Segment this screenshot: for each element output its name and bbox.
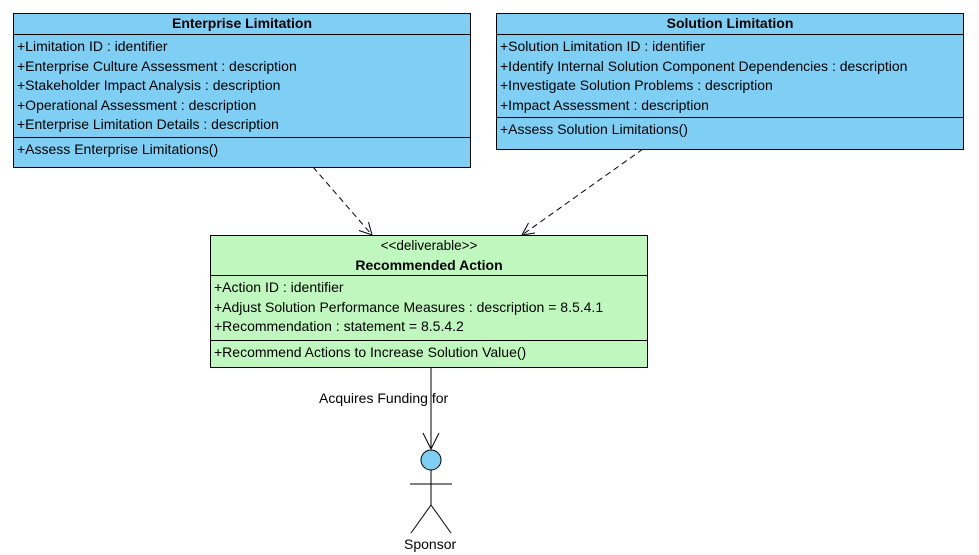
operation-list: +Assess Solution Limitations(): [497, 118, 963, 143]
class-enterprise-limitation[interactable]: Enterprise Limitation +Limitation ID : i…: [13, 13, 471, 168]
class-header: Solution Limitation: [497, 14, 963, 35]
attribute-row: +Recommendation : statement = 8.5.4.2: [214, 318, 464, 334]
sponsor-actor-figure[interactable]: [410, 449, 452, 534]
attribute-row: +Enterprise Limitation Details : descrip…: [17, 116, 279, 132]
class-recommended-action[interactable]: <<deliverable>> Recommended Action +Acti…: [210, 235, 648, 368]
class-solution-limitation[interactable]: Solution Limitation +Solution Limitation…: [496, 13, 964, 150]
class-name: Enterprise Limitation: [171, 15, 313, 31]
attribute-row: +Adjust Solution Performance Measures : …: [214, 298, 604, 315]
attribute-row: +Enterprise Culture Assessment : descrip…: [17, 57, 297, 74]
class-name: Recommended Action: [355, 256, 503, 273]
association-line[interactable]: [422, 367, 440, 451]
class-stereotype: <<deliverable>>: [380, 238, 478, 253]
attribute-row: +Impact Assessment : description: [500, 96, 709, 113]
attribute-row: +Investigate Solution Problems : descrip…: [500, 77, 773, 93]
operation-list: +Recommend Actions to Increase Solution …: [211, 341, 647, 366]
class-header: Enterprise Limitation: [14, 14, 470, 35]
dependency-arrow-enterprise[interactable]: [312, 166, 373, 236]
attribute-row: +Solution Limitation ID : identifier: [500, 38, 706, 54]
attribute-row: +Stakeholder Impact Analysis : descripti…: [17, 77, 281, 93]
attribute-list: +Limitation ID : identifier +Enterprise …: [14, 35, 470, 138]
operation-row: +Assess Solution Limitations(): [500, 121, 688, 137]
attribute-list: +Action ID : identifier +Adjust Solution…: [211, 276, 647, 341]
operation-list: +Assess Enterprise Limitations(): [14, 138, 470, 163]
actor-name-label: Sponsor: [404, 536, 457, 552]
dependency-arrow-solution[interactable]: [521, 148, 644, 236]
attribute-row: +Limitation ID : identifier: [17, 38, 168, 54]
attribute-row: +Operational Assessment : description: [17, 96, 257, 113]
operation-row: +Assess Enterprise Limitations(): [17, 141, 219, 157]
class-name: Solution Limitation: [666, 15, 794, 31]
attribute-row: +Identify Internal Solution Component De…: [500, 57, 908, 74]
attribute-row: +Action ID : identifier: [214, 279, 344, 295]
attribute-list: +Solution Limitation ID : identifier +Id…: [497, 35, 963, 118]
association-label: Acquires Funding for: [319, 390, 449, 406]
class-header: <<deliverable>> Recommended Action: [211, 236, 647, 276]
actor-head-icon: [420, 449, 442, 471]
operation-row: +Recommend Actions to Increase Solution …: [214, 344, 527, 360]
